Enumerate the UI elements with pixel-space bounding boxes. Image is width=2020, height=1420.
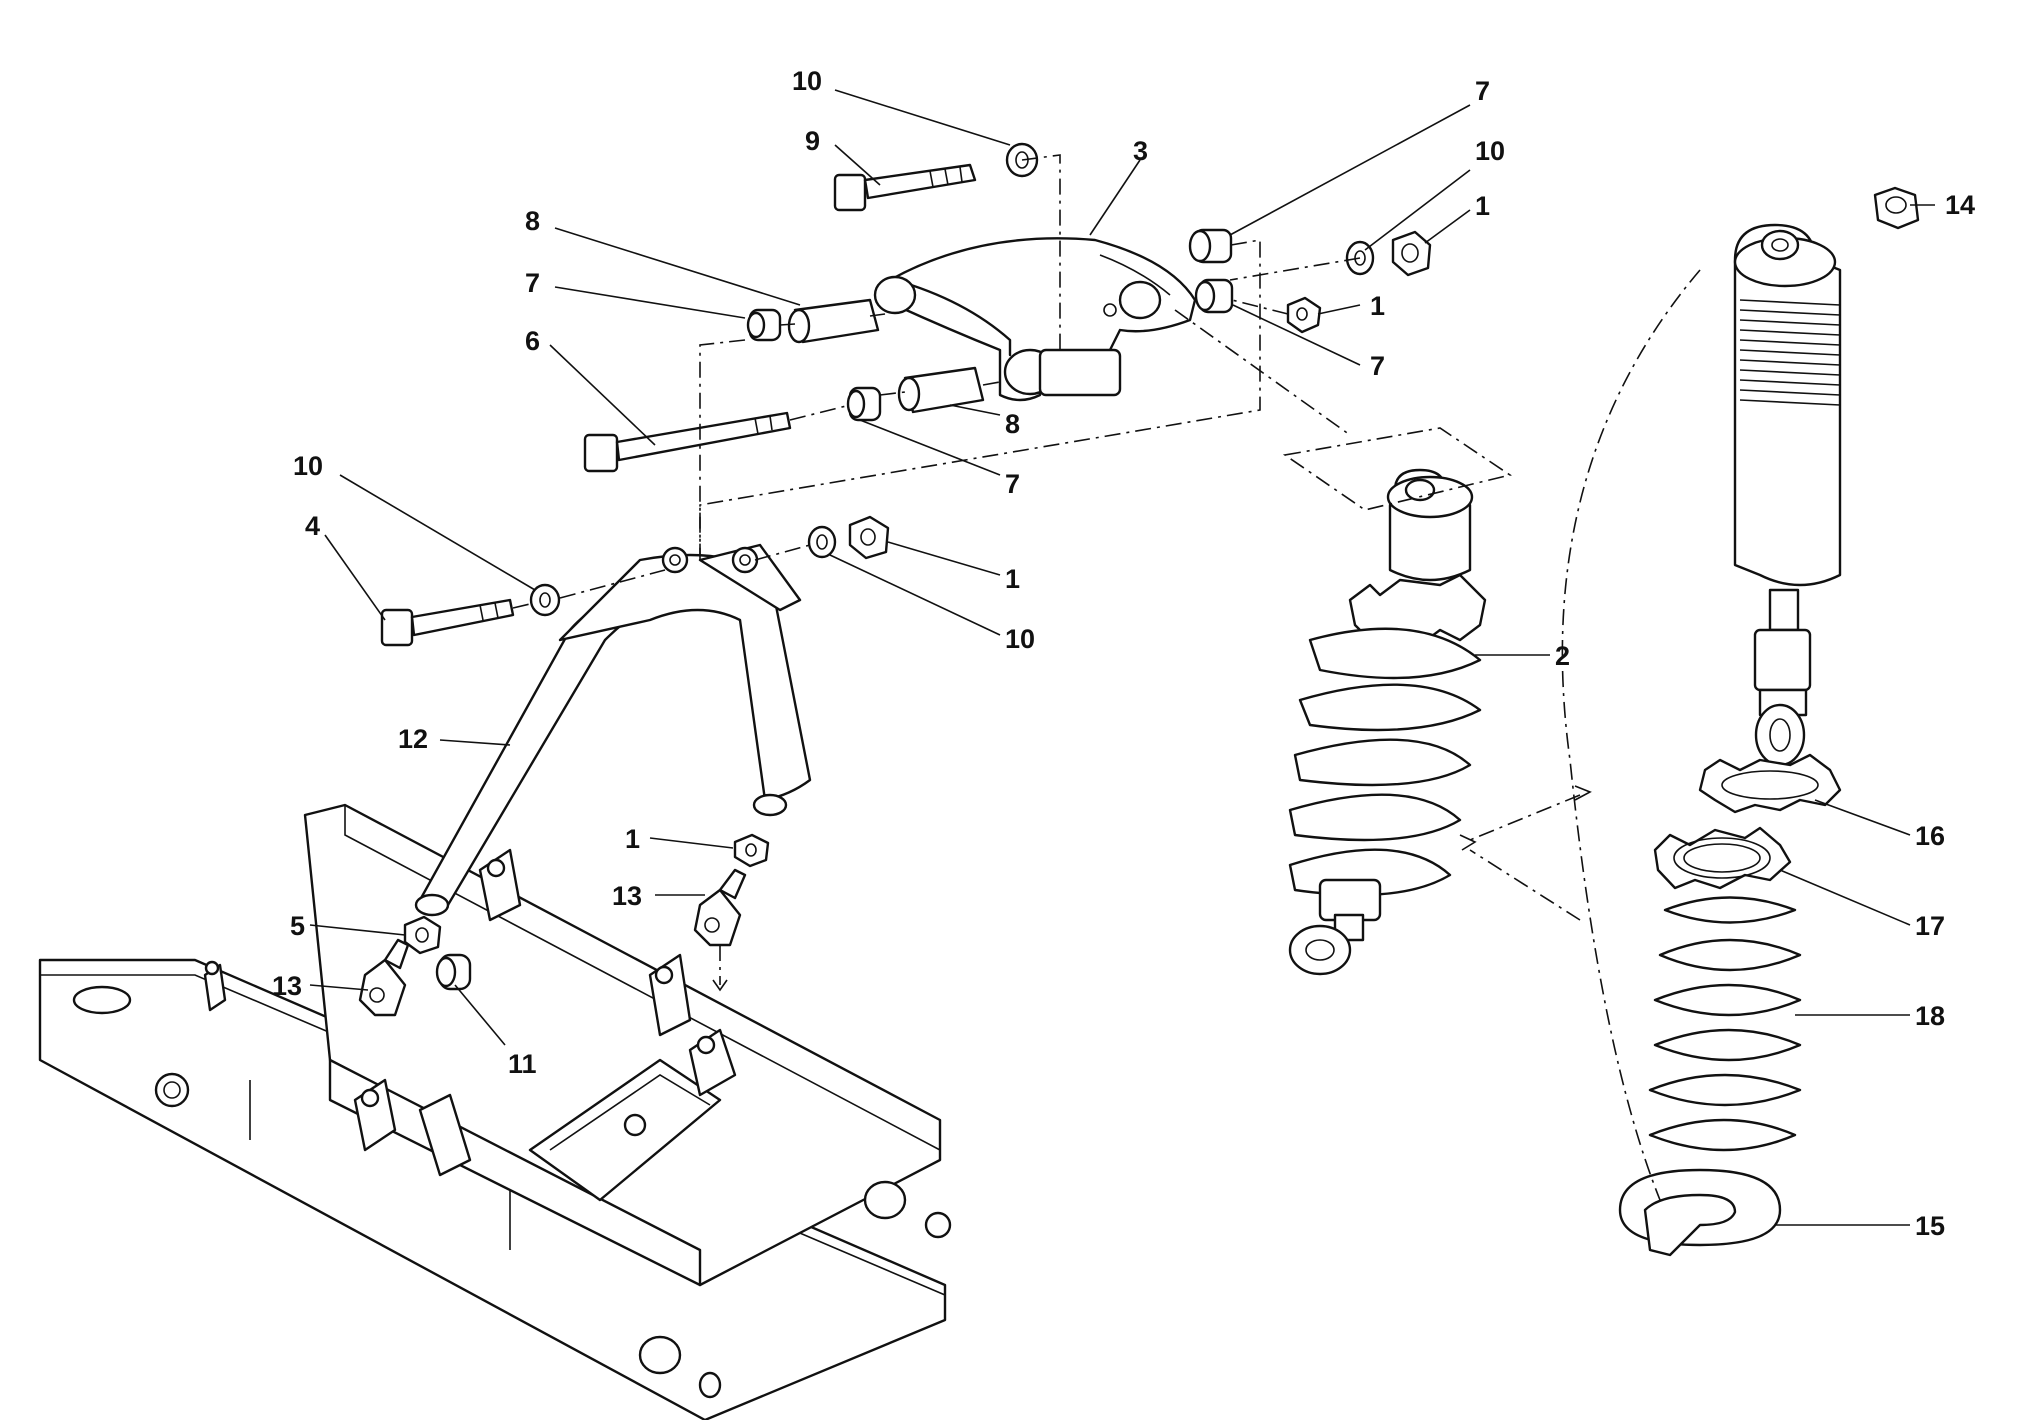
callout-11: 11 — [508, 1049, 537, 1079]
stud-13-right — [693, 868, 747, 947]
callout-6: 6 — [525, 326, 540, 356]
nut-1-mid — [1286, 296, 1322, 334]
callout-4: 4 — [305, 511, 320, 541]
bushing-11 — [435, 953, 472, 991]
callout-labels: 10 9 3 7 10 1 14 8 7 1 7 6 8 7 10 4 1 10… — [272, 66, 1975, 1241]
callout-10: 10 — [293, 451, 323, 481]
callout-12: 12 — [398, 724, 428, 754]
callout-8: 8 — [525, 206, 540, 236]
bolt-4 — [380, 598, 515, 647]
bolt-9 — [833, 163, 977, 212]
callout-7: 7 — [1475, 76, 1490, 106]
callout-14: 14 — [1945, 190, 1975, 220]
nut-5 — [403, 915, 442, 955]
spacer-7-right — [1194, 278, 1234, 314]
bushing-8-left — [787, 298, 880, 344]
callout-16: 16 — [1915, 821, 1945, 851]
lock-ring-16 — [1698, 753, 1842, 814]
callout-15: 15 — [1915, 1211, 1945, 1241]
stud-13-left — [358, 938, 410, 1017]
callout-7: 7 — [525, 268, 540, 298]
callout-18: 18 — [1915, 1001, 1945, 1031]
callout-3: 3 — [1133, 136, 1148, 166]
callout-17: 17 — [1915, 911, 1945, 941]
leader-lines — [309, 89, 1935, 1226]
callout-9: 9 — [805, 126, 820, 156]
callout-2: 2 — [1555, 641, 1570, 671]
spacer-7-left — [746, 308, 782, 342]
shock-body-exploded — [1733, 223, 1842, 767]
bushing-14 — [1873, 186, 1920, 230]
washer-10-lower — [807, 525, 837, 559]
spacer-7-mid — [846, 386, 882, 422]
spring-18 — [1648, 896, 1802, 1152]
callout-7: 7 — [1005, 469, 1020, 499]
nut-1-lower — [848, 515, 890, 560]
callout-10: 10 — [1475, 136, 1505, 166]
callout-8: 8 — [1005, 409, 1020, 439]
nut-1-bottom — [733, 833, 770, 868]
callout-13: 13 — [272, 971, 302, 1001]
rocker-arm-3 — [873, 237, 1197, 402]
callout-10: 10 — [1005, 624, 1035, 654]
callout-1: 1 — [625, 824, 640, 854]
shock-absorber-2 — [1288, 468, 1487, 976]
adjuster-ring-17 — [1653, 826, 1792, 890]
swingarm — [38, 803, 952, 1420]
spring-seat-15 — [1618, 1168, 1782, 1257]
callout-7: 7 — [1370, 351, 1385, 381]
callout-1: 1 — [1475, 191, 1490, 221]
leader-arrows — [712, 785, 1592, 992]
connecting-rod-12 — [414, 543, 812, 917]
assembly-lines — [512, 154, 1701, 1201]
washer-10-left — [529, 583, 561, 617]
bushing-8-mid — [897, 366, 985, 414]
callout-13: 13 — [612, 881, 642, 911]
bolt-6 — [583, 411, 792, 473]
callout-1: 1 — [1370, 291, 1385, 321]
callout-5: 5 — [290, 911, 305, 941]
nut-1-topright — [1391, 230, 1432, 277]
callout-10: 10 — [792, 66, 822, 96]
spacer-7-top — [1188, 228, 1233, 264]
callout-1: 1 — [1005, 564, 1020, 594]
